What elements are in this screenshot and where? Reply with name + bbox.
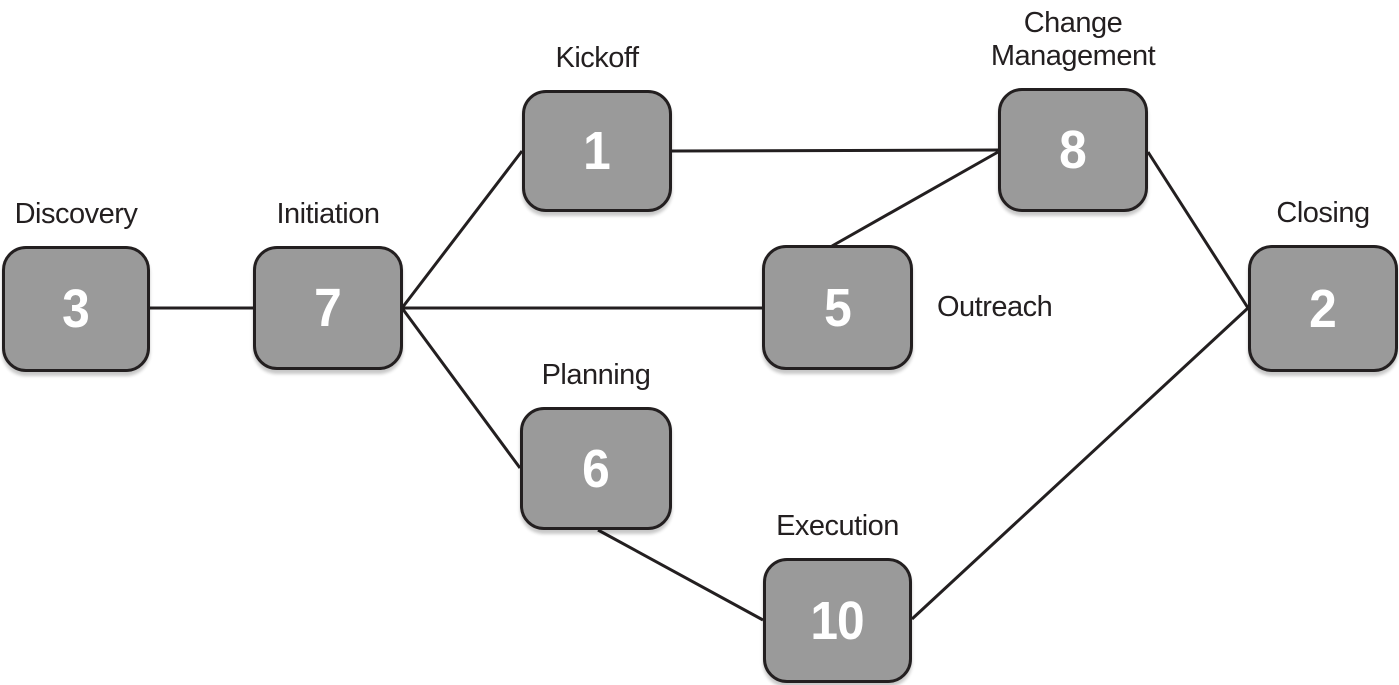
node-planning: 6 — [520, 407, 672, 530]
node-label-discovery: Discovery — [14, 198, 138, 230]
node-value-planning: 6 — [582, 438, 611, 499]
node-change-management: 8 — [998, 88, 1148, 212]
node-outreach: 5 — [762, 245, 913, 370]
edge-initiation-planning — [400, 307, 522, 469]
node-label-planning: Planning — [541, 359, 651, 391]
node-label-closing: Closing — [1276, 197, 1370, 229]
node-label-kickoff: Kickoff — [555, 42, 639, 74]
node-value-kickoff: 1 — [583, 121, 612, 181]
edge-initiation-kickoff — [400, 150, 524, 309]
node-value-execution: 10 — [810, 590, 865, 651]
node-label-outreach: Outreach — [937, 290, 1053, 323]
edge-outreach-change-management — [831, 150, 999, 248]
node-label-execution: Execution — [776, 510, 899, 542]
node-closing: 2 — [1248, 245, 1398, 372]
node-value-closing: 2 — [1309, 278, 1338, 339]
node-initiation: 7 — [253, 246, 403, 370]
node-execution: 10 — [763, 558, 912, 683]
node-label-initiation: Initiation — [276, 198, 380, 230]
node-value-change-management: 8 — [1059, 120, 1088, 180]
edge-kickoff-change-management — [671, 148, 999, 153]
edge-execution-closing — [910, 306, 1250, 621]
node-value-initiation: 7 — [314, 278, 343, 338]
node-kickoff: 1 — [522, 90, 672, 212]
node-value-discovery: 3 — [62, 279, 91, 339]
node-value-outreach: 5 — [824, 277, 852, 338]
edge-planning-execution — [597, 528, 764, 622]
node-label-change-management: Change Management — [990, 7, 1156, 72]
node-discovery: 3 — [2, 246, 150, 372]
edge-change-management-closing — [1146, 151, 1250, 309]
